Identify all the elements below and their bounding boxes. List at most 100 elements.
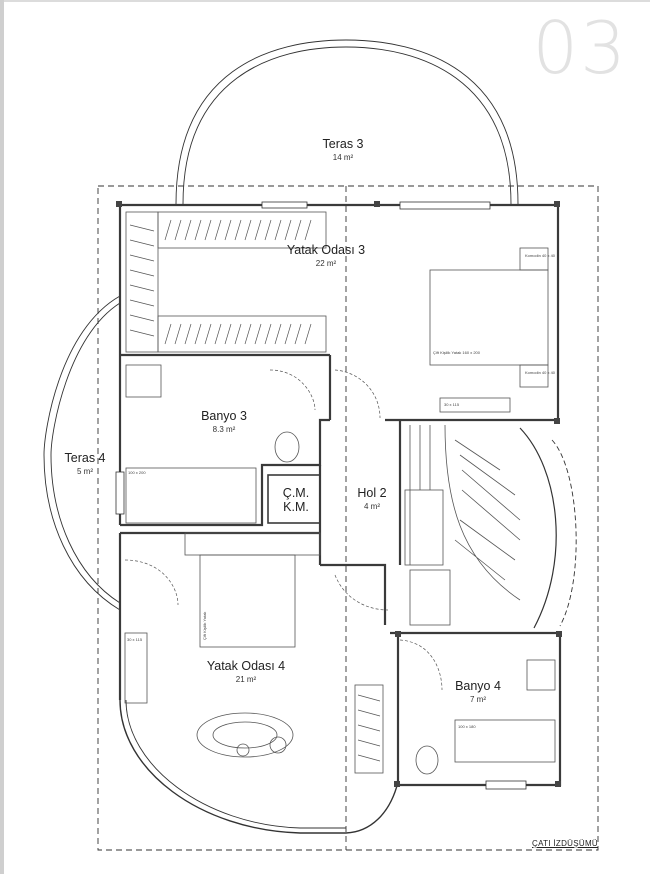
teras3-arc-inner: [182, 46, 512, 205]
window-banyo3: [115, 471, 125, 515]
post-6: [395, 631, 401, 637]
plan-lines: [43, 39, 599, 851]
door-yatak4: [334, 574, 389, 611]
door-banyo4: [399, 639, 443, 691]
stair-dashed-curve: [551, 439, 577, 627]
wardrobe-left: [125, 211, 159, 353]
sink-banyo4: [526, 659, 556, 691]
yatak3-name: Yatak Odası 3: [286, 243, 366, 257]
label-banyo3: Banyo 3 8.3 m²: [201, 409, 247, 434]
shower-banyo3: [125, 467, 257, 524]
post-5: [556, 631, 562, 637]
teras3-name: Teras 3: [322, 137, 364, 151]
corner-posts: [116, 201, 562, 787]
teras4-area: 5 m²: [77, 467, 93, 476]
note-desk4: 30 x 115: [127, 637, 143, 642]
hangers-top: [164, 219, 312, 241]
roof-outline: [97, 185, 599, 851]
stair-curved-wall: [519, 427, 557, 629]
hol2-name: Hol 2: [357, 486, 387, 500]
window-banyo4: [485, 780, 527, 790]
toilet-banyo3: [274, 431, 300, 463]
yatak4-curved-wall-inner: [125, 699, 346, 829]
beds: [124, 247, 549, 704]
label-teras4: Teras 4 5 m²: [65, 451, 106, 476]
label-yatak3: Yatak Odası 3 22 m²: [287, 243, 365, 268]
note-komodin-1: Komodin 40 x 40: [525, 253, 556, 258]
window-yatak3: [399, 201, 491, 210]
banyo3-wall: [120, 418, 330, 527]
komodin-2: [519, 364, 549, 388]
stair-core: [404, 489, 444, 566]
post-8: [555, 781, 561, 787]
hol-bottom-wall: [320, 563, 387, 625]
yatak3-wall: [120, 203, 560, 422]
shower-banyo4: [454, 719, 556, 763]
window-yatak3-left: [261, 201, 308, 209]
stair-treads: [409, 424, 521, 601]
note-desk3: 30 x 115: [444, 402, 460, 407]
windows: [115, 201, 527, 790]
hol2-area: 4 m²: [364, 502, 380, 511]
note-bed3: Çift Kişilik Yatak 160 x 200: [433, 350, 480, 355]
walls: [118, 203, 562, 787]
sink-banyo3: [125, 364, 162, 398]
lounge-furniture: [196, 712, 294, 758]
label-teras3: Teras 3 14 m²: [323, 137, 364, 162]
teras4-name: Teras 4: [64, 451, 106, 465]
post-3: [374, 201, 380, 207]
yatak4-area: 21 m²: [235, 675, 257, 684]
post-7: [394, 781, 400, 787]
door-yatak4-terrace: [124, 559, 179, 606]
post-1: [116, 201, 122, 207]
lounge-chair: [269, 736, 287, 754]
wardrobe-bottom: [157, 315, 327, 353]
lounge-stool: [236, 743, 250, 757]
banyo4-name: Banyo 4: [455, 679, 501, 693]
door-banyo3: [269, 369, 316, 411]
banyo4-area: 7 m²: [470, 695, 486, 704]
wardrobe-hol: [409, 569, 451, 626]
bed-yatak3: [429, 269, 549, 366]
door-swings: [124, 369, 443, 691]
note-shower4: 100 x 180: [458, 724, 476, 729]
wardrobes: [125, 211, 451, 774]
label-cm: Ç.M. K.M.: [283, 486, 309, 514]
banyo3-name: Banyo 3: [201, 409, 247, 423]
note-bed4: Çift Kişilik Yatak: [202, 611, 207, 640]
post-4: [554, 418, 560, 424]
yatak4-name: Yatak Odası 4: [206, 659, 286, 673]
teras4-arc-outer: [43, 295, 121, 611]
hangers-left: [129, 224, 155, 337]
bed-yatak4: [199, 554, 296, 648]
label-hol2: Hol 2 4 m²: [357, 486, 386, 511]
footer-label: ÇATI İZDÜŞÜMÜ: [532, 839, 598, 848]
hanger-marks: [129, 219, 381, 762]
note-komodin-2: Komodin 40 x 40: [525, 370, 556, 375]
teras3-arc-outer: [175, 39, 519, 205]
hangers-yatak4: [357, 694, 381, 762]
yatak3-area: 22 m²: [315, 259, 337, 268]
teras4-arc-inner: [50, 302, 121, 604]
label-banyo4: Banyo 4 7 m²: [455, 679, 501, 704]
label-yatak4: Yatak Odası 4 21 m²: [207, 659, 285, 684]
teras3-area: 14 m²: [332, 153, 354, 162]
lounge-table-inner: [212, 721, 278, 749]
km-name: K.M.: [283, 500, 309, 514]
yatak4-curved-wall: [119, 699, 399, 834]
desk-yatak3: [439, 397, 511, 413]
frame-top-line: [0, 0, 650, 2]
cm-name: Ç.M.: [282, 486, 310, 500]
hangers-bottom: [164, 323, 312, 345]
lounge-table: [196, 712, 294, 758]
page-number: 03: [532, 6, 628, 90]
stairs: [404, 424, 521, 601]
post-2: [554, 201, 560, 207]
fixtures: [125, 364, 556, 775]
note-shower3: 100 x 200: [128, 470, 146, 475]
door-yatak3: [334, 369, 381, 419]
toilet-banyo4: [415, 745, 439, 775]
komodin-1: [519, 247, 549, 271]
wardrobe-yatak4: [354, 684, 384, 774]
